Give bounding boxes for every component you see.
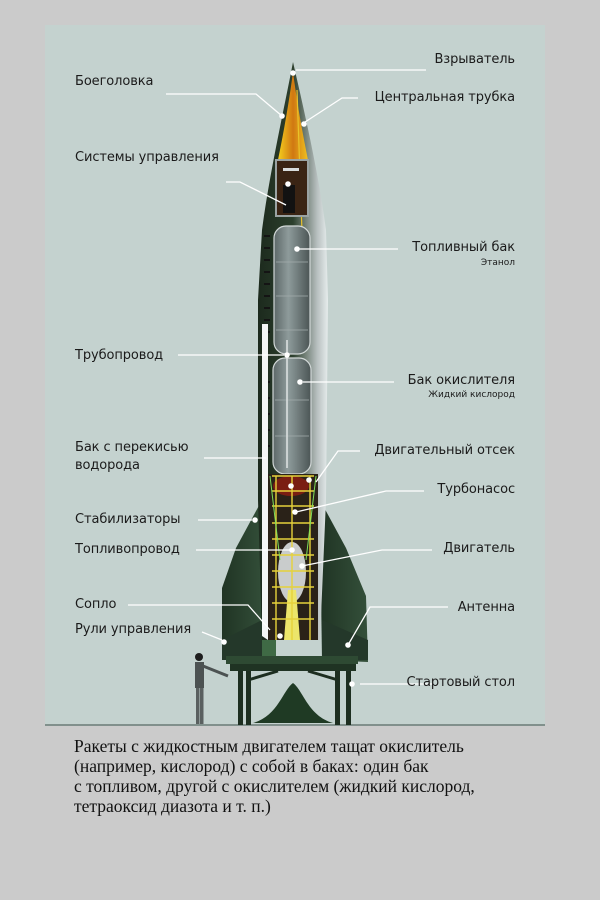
rocket-cutaway-diagram <box>45 62 545 726</box>
label-hydrogen-peroxide-tank-line1: Бак с перекисью <box>75 440 189 455</box>
label-nozzle: Сопло <box>75 597 117 612</box>
label-detonator: Взрыватель <box>434 52 515 67</box>
caption: Ракеты с жидкостным двигателем тащат оки… <box>74 736 544 816</box>
label-oxidizer-tank: Бак окислителя <box>407 373 515 388</box>
launch-table-shape <box>226 656 358 725</box>
caption-line: (например, кислород) с собой в баках: од… <box>74 756 429 776</box>
caption-line: тетраоксид диазота и т. п.) <box>74 796 271 816</box>
label-central-tube: Центральная трубка <box>374 90 515 105</box>
label-warhead: Боеголовка <box>75 74 154 89</box>
label-launch-table: Стартовый стол <box>406 675 516 690</box>
warhead-cone <box>278 72 308 160</box>
label-stabilizers: Стабилизаторы <box>75 512 181 527</box>
label-control-rudders: Рули управления <box>75 622 192 637</box>
label-fuel-line: Топливопровод <box>75 542 180 557</box>
label-control-systems: Системы управления <box>75 150 219 165</box>
label-turbopump: Турбонасос <box>437 482 515 497</box>
person-scale-figure <box>195 653 229 724</box>
label-engine-compartment: Двигательный отсек <box>374 443 515 458</box>
label-pipeline: Трубопровод <box>75 348 164 363</box>
leader-dots <box>221 70 355 687</box>
label-hydrogen-peroxide-tank-line2: водорода <box>75 458 140 473</box>
label-oxidizer-tank-sub: Жидкий кислород <box>428 390 515 400</box>
label-antenna: Антенна <box>457 600 515 615</box>
caption-line: с топливом, другой с окислителем (жидкий… <box>74 776 475 796</box>
fuel-tank-shape <box>273 225 311 355</box>
stabilizer-fins <box>222 500 368 662</box>
oxidizer-tank-shape <box>272 357 312 475</box>
caption-line: Ракеты с жидкостным двигателем тащат оки… <box>74 736 464 756</box>
label-fuel-tank: Топливный бак <box>412 240 515 255</box>
label-engine: Двигатель <box>443 541 515 556</box>
label-fuel-tank-sub: Этанол <box>480 258 515 268</box>
leader-lines <box>128 69 448 685</box>
